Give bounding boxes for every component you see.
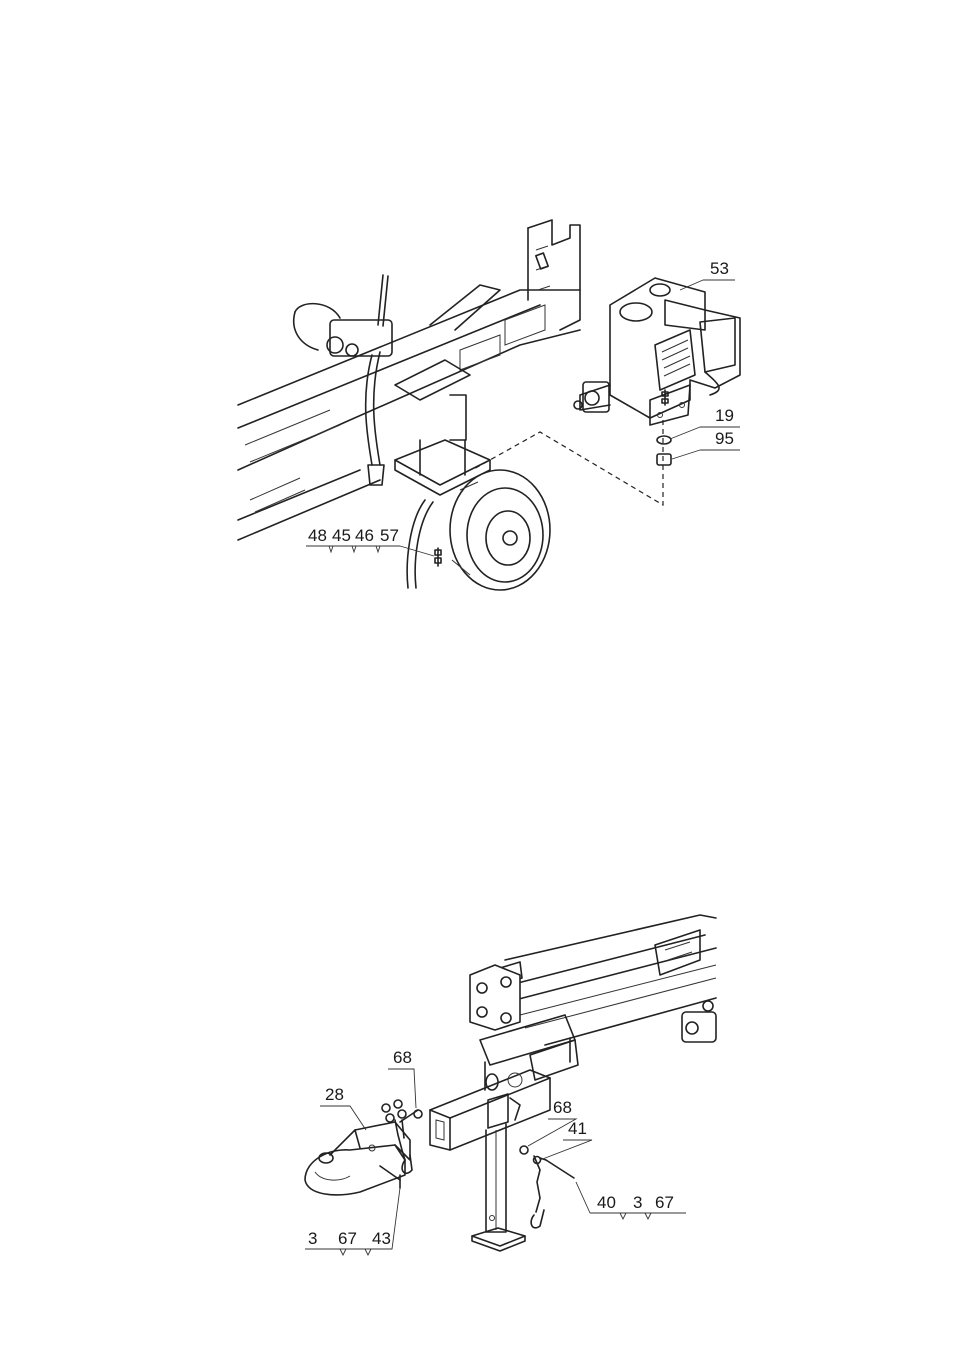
callout-3-left: 3 bbox=[308, 1229, 317, 1248]
callout-46: 46 bbox=[355, 526, 374, 545]
washer-part bbox=[657, 436, 671, 444]
callout-3-right: 3 bbox=[633, 1193, 642, 1212]
callout-95: 95 bbox=[715, 429, 734, 448]
callout-53: 53 bbox=[710, 259, 729, 278]
nut-68-right bbox=[520, 1146, 528, 1154]
callout-45: 45 bbox=[332, 526, 351, 545]
callout-68-right: 68 bbox=[553, 1098, 572, 1117]
callout-41: 41 bbox=[568, 1119, 587, 1138]
callout-67-left: 67 bbox=[338, 1229, 357, 1248]
tongue-tube bbox=[430, 1015, 578, 1150]
callout-19: 19 bbox=[715, 406, 734, 425]
callout-67-right: 67 bbox=[655, 1193, 674, 1212]
callout-48: 48 bbox=[308, 526, 327, 545]
engine bbox=[574, 278, 740, 425]
safety-chain-right bbox=[520, 1146, 574, 1228]
wheel bbox=[450, 470, 550, 590]
nut-68-left bbox=[414, 1110, 422, 1118]
callout-28: 28 bbox=[325, 1085, 344, 1104]
callout-43: 43 bbox=[372, 1229, 391, 1248]
nut-part bbox=[657, 454, 671, 465]
washer-and-nut bbox=[657, 436, 671, 465]
hitch-coupler bbox=[305, 1122, 410, 1195]
cylinder-beam bbox=[470, 915, 716, 1045]
engine-mount-plate bbox=[395, 360, 490, 495]
callout-40: 40 bbox=[597, 1193, 616, 1212]
callout-68-left: 68 bbox=[393, 1048, 412, 1067]
callout-57: 57 bbox=[380, 526, 399, 545]
mount-bolts bbox=[435, 548, 441, 566]
